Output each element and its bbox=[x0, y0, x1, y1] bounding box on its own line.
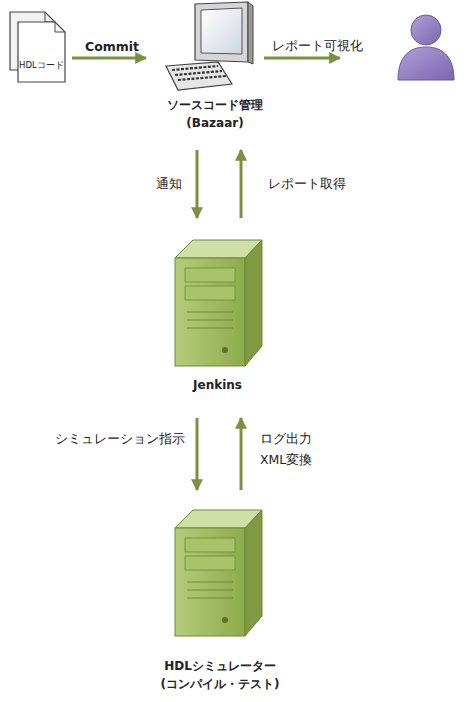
user-icon bbox=[398, 15, 454, 80]
flow-arrow bbox=[240, 150, 243, 218]
free-label: レポート可視化 bbox=[272, 35, 372, 56]
node-label: HDLコード bbox=[19, 60, 63, 70]
node-icon bbox=[5, 8, 70, 88]
node-label: HDLシミュレーター (コンパイル・テスト) bbox=[155, 657, 285, 693]
server-node: Jenkins bbox=[160, 235, 275, 400]
edge-label: 通知 bbox=[120, 173, 182, 194]
node-label: ソースコード管理 (Bazaar) bbox=[155, 96, 275, 132]
report-arrow bbox=[264, 57, 340, 60]
edge-label: Commit bbox=[80, 36, 144, 57]
server-node: HDLシミュレーター (コンパイル・テスト) bbox=[150, 505, 290, 700]
flow-arrow bbox=[240, 418, 243, 490]
flow-arrow bbox=[72, 57, 146, 60]
flow-arrow bbox=[196, 150, 199, 218]
node-icon bbox=[160, 235, 275, 400]
edge-label: レポート取得 bbox=[268, 173, 368, 194]
flow-arrow bbox=[196, 418, 199, 490]
computer-node: ソースコード管理 (Bazaar) bbox=[150, 0, 280, 135]
edge-label: シミュレーション指示 bbox=[20, 428, 185, 449]
node-icon bbox=[150, 0, 280, 135]
edge-label: ログ出力 XML変換 bbox=[260, 428, 324, 470]
document-node: HDLコード bbox=[5, 8, 70, 88]
node-label: Jenkins bbox=[160, 376, 275, 394]
